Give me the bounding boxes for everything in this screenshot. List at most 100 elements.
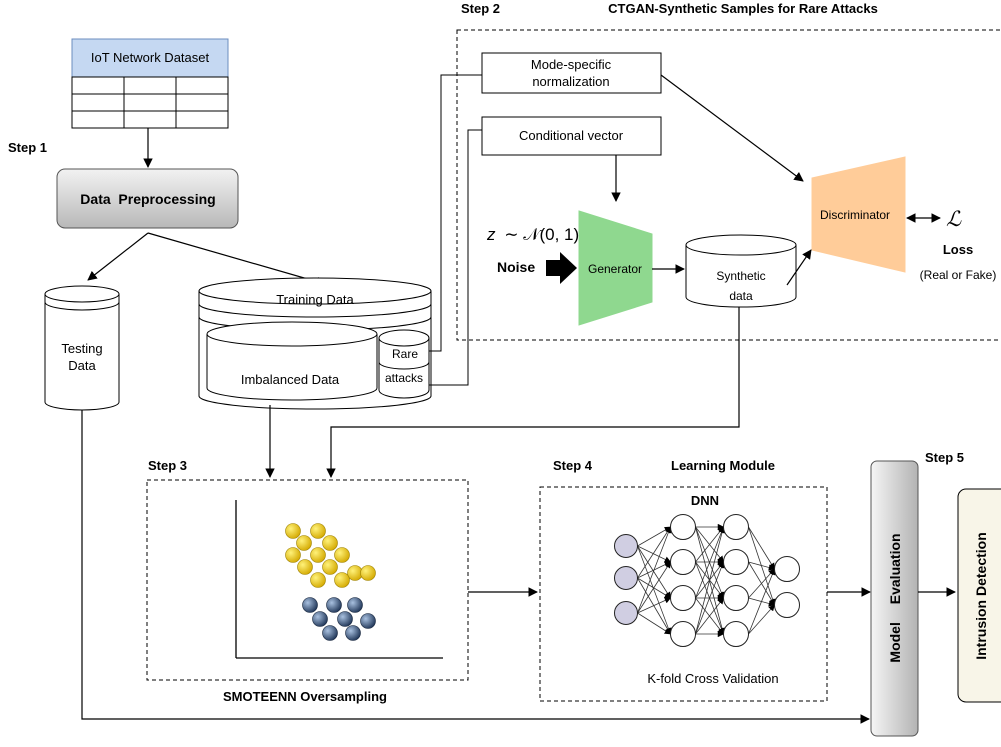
loss-label: Loss xyxy=(943,242,973,257)
intrusion-detection-box xyxy=(957,488,1001,703)
synthetic-data-cylinder: Synthetic data xyxy=(685,234,797,308)
yellow-dot xyxy=(322,559,338,575)
dnn-edge xyxy=(748,568,776,635)
input-node xyxy=(614,601,638,625)
dataset-table: IoT Network Dataset xyxy=(71,38,229,129)
ctgan-title: CTGAN-Synthetic Samples for Rare Attacks xyxy=(608,1,878,16)
hidden-node xyxy=(670,514,696,540)
synthetic-label-1: Synthetic xyxy=(716,269,765,283)
yellow-dot xyxy=(296,535,312,551)
input-node xyxy=(614,566,638,590)
dnn-edge xyxy=(695,561,725,635)
smoteenn-dots xyxy=(285,523,376,641)
step5-label: Step 5 xyxy=(925,450,964,465)
learning-module-title: Learning Module xyxy=(671,458,775,473)
step4-label: Step 4 xyxy=(553,458,593,473)
testing-label-1: Testing xyxy=(61,341,102,356)
yellow-dot xyxy=(334,572,350,588)
hidden-node xyxy=(723,621,749,647)
rare-attacks-cylinder: Rare attacks xyxy=(378,329,430,399)
dnn-edge xyxy=(637,545,672,563)
conditional-label: Conditional vector xyxy=(519,128,624,143)
dnn-edge xyxy=(637,577,671,635)
blue-dot xyxy=(337,611,353,627)
step2-label: Step 2 xyxy=(461,1,500,16)
blue-dot xyxy=(302,597,318,613)
connector-rare-to-normalization xyxy=(429,74,482,352)
noise-arrow xyxy=(546,252,577,284)
testing-label-2: Data xyxy=(68,358,96,373)
arrow-synthetic-to-smoteenn xyxy=(326,307,740,478)
yellow-dot xyxy=(285,547,301,563)
dataset-header: IoT Network Dataset xyxy=(91,50,210,65)
output-node xyxy=(774,592,800,618)
hidden-node xyxy=(723,514,749,540)
smoteenn-box xyxy=(146,479,469,681)
yellow-dot xyxy=(322,535,338,551)
hidden-node xyxy=(670,585,696,611)
training-label: Training Data xyxy=(276,292,354,307)
dnn-nodes xyxy=(614,514,800,647)
step3-label: Step 3 xyxy=(148,458,187,473)
dnn-edge xyxy=(637,526,671,579)
evaluation-label-1: Model xyxy=(887,622,903,662)
conditional-box xyxy=(481,116,662,156)
yellow-dot xyxy=(297,559,313,575)
noise-formula-z: z xyxy=(486,225,496,244)
yellow-dot xyxy=(285,523,301,539)
dnn-edge xyxy=(695,597,724,635)
testing-data-cylinder: Testing Data xyxy=(44,285,120,411)
preprocessing-box xyxy=(56,168,239,229)
blue-dot xyxy=(322,625,338,641)
rare-label-2: attacks xyxy=(385,371,423,385)
dnn-edge xyxy=(695,526,725,599)
learning-module-box xyxy=(539,486,828,702)
dnn-edge xyxy=(637,597,672,614)
connector-rare-to-conditional xyxy=(429,129,482,386)
generator-label: Generator xyxy=(588,262,642,276)
evaluation-label: Model Evaluation xyxy=(887,533,903,662)
hidden-node xyxy=(670,621,696,647)
arrow-to-training xyxy=(147,232,326,287)
imbalanced-data-cylinder: Imbalanced Data xyxy=(206,321,378,401)
arrow-to-testing xyxy=(87,232,149,281)
arrow-normalization-to-discriminator xyxy=(660,74,804,182)
dnn-edge xyxy=(637,526,672,547)
normalization-label-1: Mode-specific xyxy=(531,57,612,72)
dnn-edge xyxy=(748,526,775,570)
output-node xyxy=(774,556,800,582)
arrow-synthetic-to-discriminator xyxy=(786,249,812,286)
loss-symbol: ℒ xyxy=(946,208,962,231)
yellow-dot xyxy=(334,547,350,563)
yellow-dot xyxy=(310,547,326,563)
blue-dot xyxy=(347,597,363,613)
generator-trapezoid xyxy=(578,210,653,326)
yellow-dot xyxy=(310,572,326,588)
preprocessing-label: Data Preprocessing xyxy=(80,191,215,207)
synthetic-label-2: data xyxy=(729,289,753,303)
hidden-node xyxy=(670,549,696,575)
step1-label: Step 1 xyxy=(8,140,47,155)
discriminator-label: Discriminator xyxy=(820,208,890,222)
normalization-label-2: normalization xyxy=(532,74,609,89)
yellow-dot xyxy=(310,523,326,539)
dnn-edge xyxy=(748,526,776,606)
smoteenn-label: SMOTEENN Oversampling xyxy=(223,689,387,704)
dnn-label: DNN xyxy=(691,493,719,508)
blue-dot xyxy=(326,597,342,613)
ctgan-group-box xyxy=(456,29,1001,341)
evaluation-label-2: Evaluation xyxy=(887,533,903,604)
dnn-edge xyxy=(637,526,672,614)
dnn-edge xyxy=(637,545,671,599)
loss-note: (Real or Fake) xyxy=(920,268,997,282)
blue-dot xyxy=(360,613,376,629)
dnn-edge xyxy=(637,612,672,635)
kfold-label: K-fold Cross Validation xyxy=(647,671,778,686)
dnn-edge xyxy=(637,561,671,614)
model-evaluation-box xyxy=(870,460,919,737)
imbalanced-label: Imbalanced Data xyxy=(241,372,340,387)
dnn-edge xyxy=(748,561,776,571)
dnn-edge xyxy=(637,545,672,635)
